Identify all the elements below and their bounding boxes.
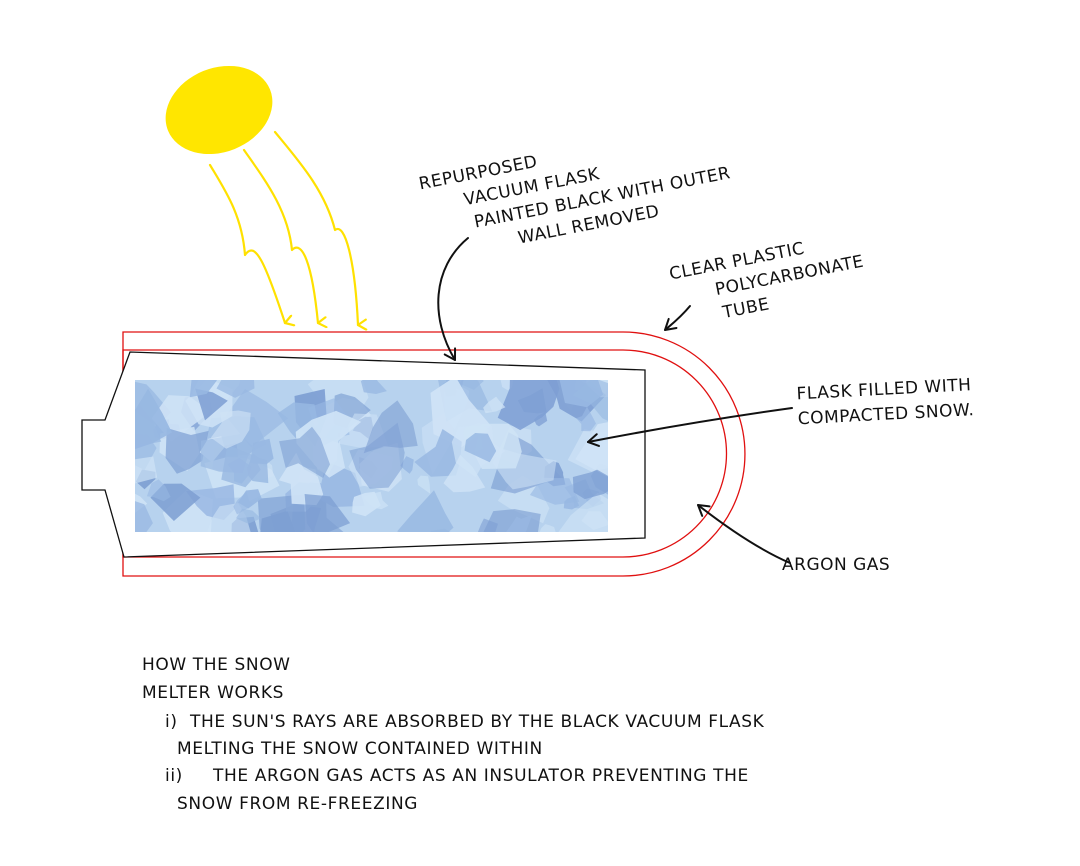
snow-patch [572,380,608,421]
snow-patch [210,410,251,449]
step-1: i) THE SUN'S RAYS ARE ABSORBED BY THE BL… [165,712,770,759]
snow-patch [189,380,217,398]
snow-patch [400,456,414,474]
snow-patch [227,457,252,484]
snow-patch [135,456,158,484]
argon-gas-label: ARGON GAS [782,555,890,575]
snow-patch [464,433,497,463]
snow-patch [414,429,462,477]
snow-patch [430,528,451,532]
step-2: ii) THE ARGON GAS ACTS AS AN INSULATOR P… [165,766,755,814]
snow-patch [247,453,269,484]
snow-patch [216,380,255,398]
snow-patch [492,448,557,490]
snow-patch [443,454,486,493]
pointer-arrow-icon [587,407,793,447]
snow-patch [533,412,548,427]
snow-patch [135,388,172,450]
snow-patch [529,477,580,505]
snow-patch [236,508,261,524]
compacted-snow [135,380,608,532]
snow-patch [233,491,255,515]
snow-patch [279,426,330,478]
sun-ray-arrow-icon [273,130,358,325]
snow-patch [146,479,171,502]
snow-patch [135,501,153,532]
snow-patch [572,469,608,500]
snow-patch [397,490,454,532]
sun-rays [208,130,358,325]
snow-patch [304,494,351,532]
pointer-arrow-icon [697,504,791,564]
pointer-arrows [437,237,793,564]
snow-patch [576,406,596,432]
snow-patch [497,380,560,431]
snow-patch [539,524,556,532]
pointer-arrow-icon [437,237,469,361]
explanation-heading: HOW THE SNOW MELTER WORKS [142,655,297,703]
snow-patch [195,388,228,421]
snow-patch [165,428,209,474]
snow-patch [360,380,387,394]
flask-label: REPURPOSED VACUUM FLASK PAINTED BLACK WI… [417,115,742,265]
sun-ray-arrow-icon [208,163,285,323]
snow-patch [257,494,306,532]
snow-patch [483,396,506,414]
snow-patch [417,475,431,494]
snow-label: FLASK FILLED WITH COMPACTED SNOW. [796,375,979,429]
snow-patch [558,492,608,532]
sun-ray-arrow-icon [242,148,318,323]
explanation-notes: HOW THE SNOW MELTER WORKS i) THE SUN'S R… [142,655,770,814]
pointer-arrow-icon [664,305,691,331]
tube-label: CLEAR PLASTIC POLYCARBONATE TUBE [668,227,876,332]
sun-icon [165,65,273,155]
snow-patch [349,422,405,489]
polycarbonate-tube [122,331,746,577]
snow-patch [506,514,533,532]
snow-patch [362,491,389,510]
